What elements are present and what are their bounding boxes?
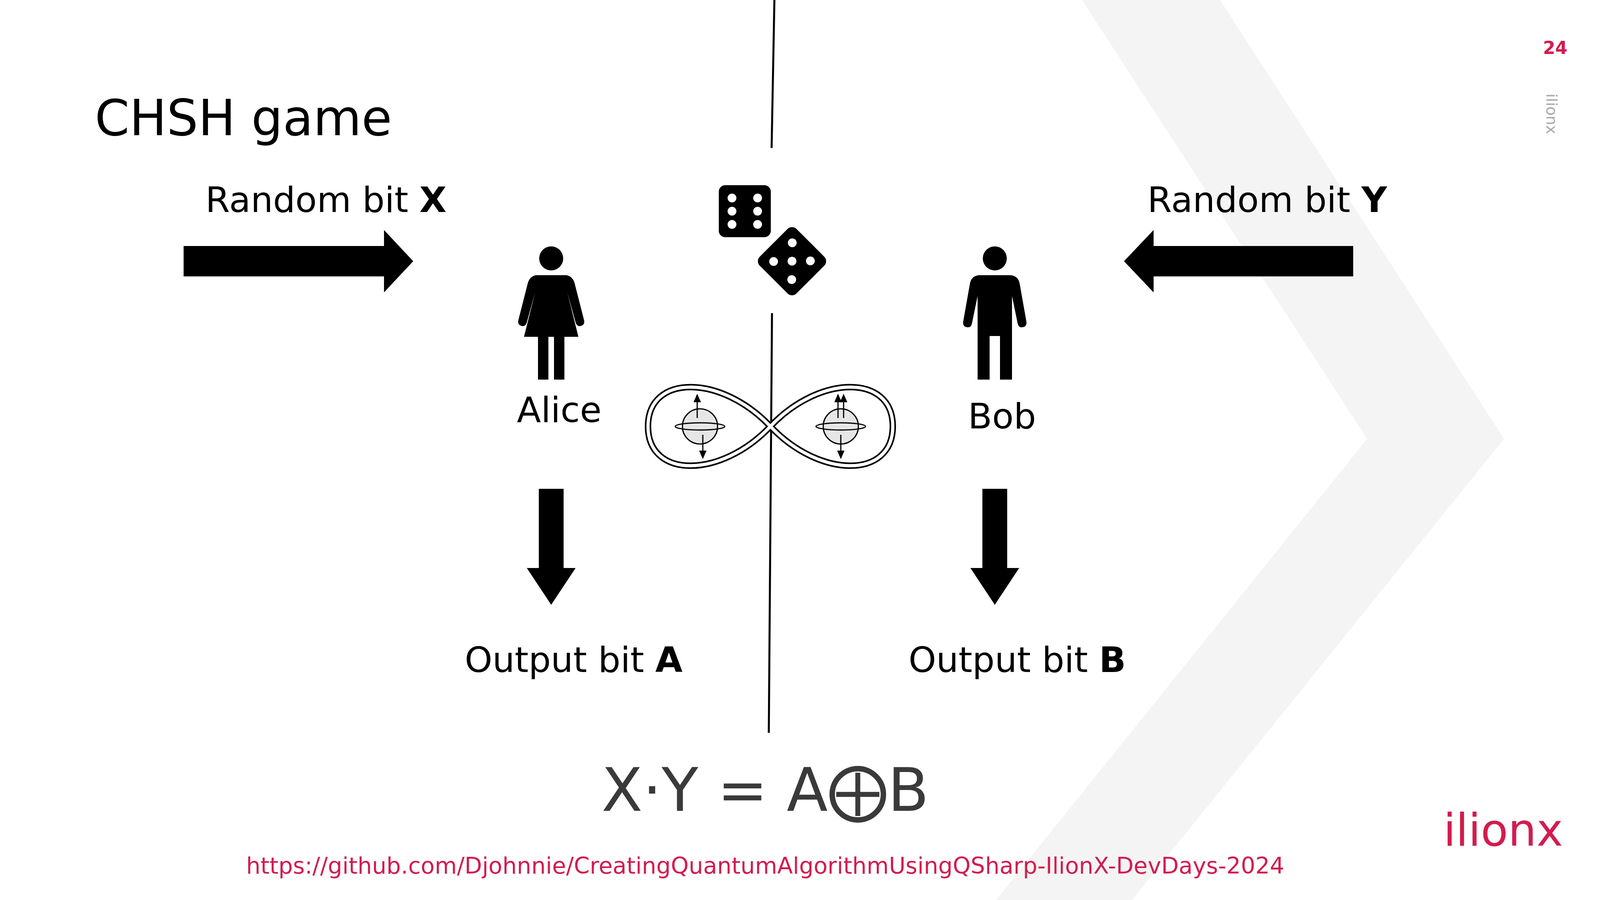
repository-url: https://github.com/Djohnnie/CreatingQuan…: [246, 852, 1285, 880]
woman-figure: [518, 246, 584, 380]
man-figure: [963, 246, 1027, 380]
input-arrow: [183, 230, 414, 293]
output-label: Output bit A: [464, 639, 683, 680]
divider-line: [768, 313, 772, 733]
entanglement-symbol: [648, 387, 893, 466]
divider-line: [771, 0, 775, 148]
player-name: Bob: [968, 396, 1036, 437]
company-logo: ilionx: [1443, 804, 1563, 856]
die: [718, 185, 771, 238]
win-condition: X·Y = A⨁B: [601, 755, 930, 825]
input-label: Random bit Y: [1147, 179, 1388, 220]
page-number: 24: [1542, 38, 1568, 59]
die: [755, 224, 829, 298]
slide-title: CHSH game: [94, 89, 392, 147]
output-arrow: [970, 488, 1020, 605]
background-chevron: [996, 0, 1504, 900]
input-label: Random bit X: [205, 179, 447, 220]
player-name: Alice: [516, 389, 602, 430]
output-arrow: [526, 488, 576, 605]
vertical-watermark: ilionx: [1542, 93, 1560, 135]
output-label: Output bit B: [908, 639, 1126, 680]
input-arrow: [1124, 230, 1354, 293]
qubit-spin: [816, 395, 866, 458]
qubit-spin: [675, 395, 725, 458]
